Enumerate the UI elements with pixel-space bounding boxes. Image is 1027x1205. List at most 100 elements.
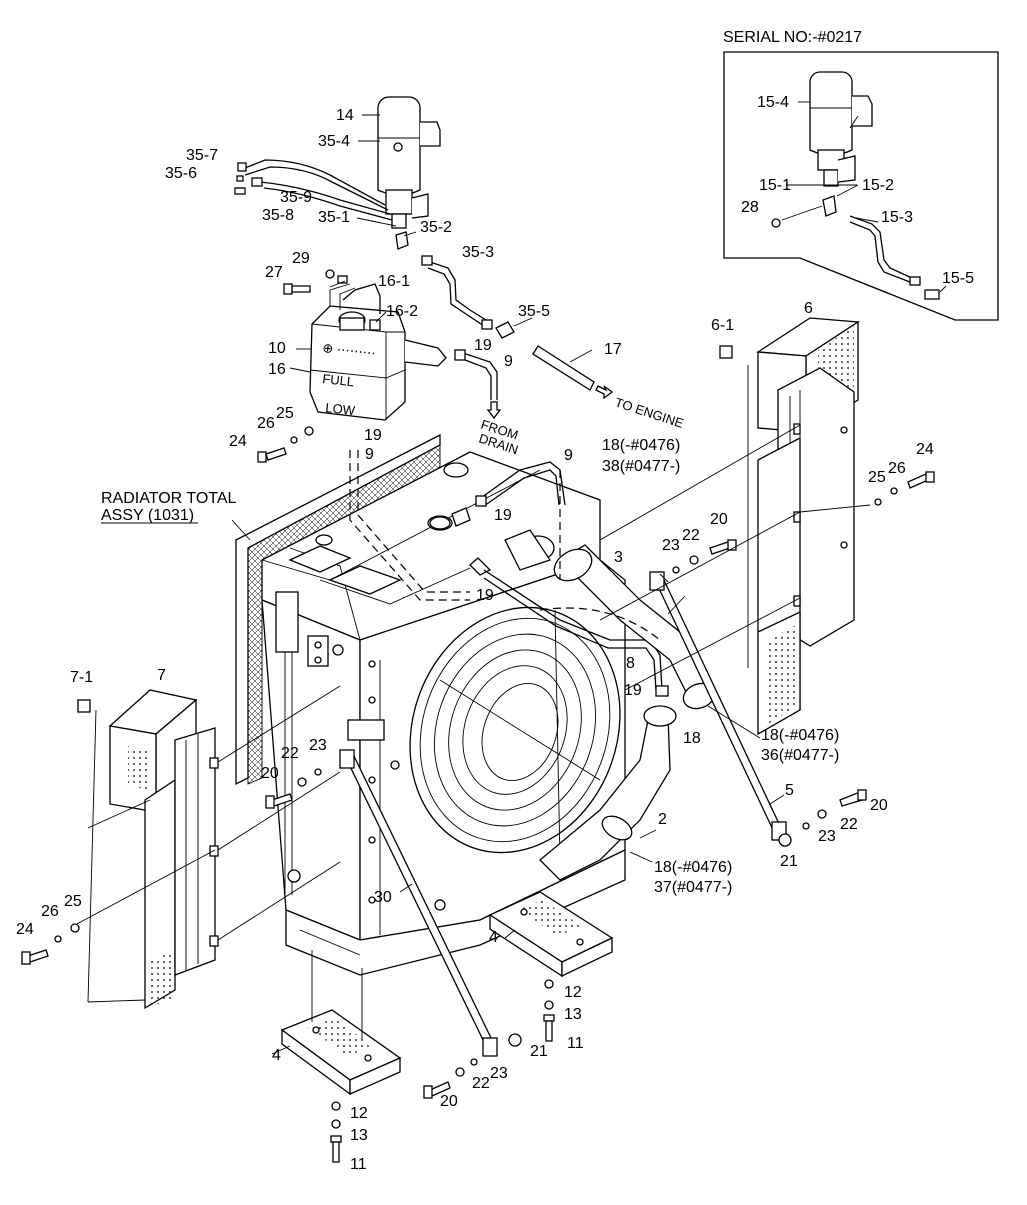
side-cover-7 xyxy=(87,689,219,1010)
callout: 9 xyxy=(504,353,513,370)
sensor-wire-a xyxy=(244,159,386,206)
callout: 16 xyxy=(268,361,286,378)
callout: 17 xyxy=(604,341,622,358)
callout: 12 xyxy=(564,984,582,1001)
callout: 27 xyxy=(265,264,283,281)
callout: 24 xyxy=(229,433,247,450)
callout: 5 xyxy=(785,782,794,799)
callout: 15-5 xyxy=(942,270,974,287)
callout: 29 xyxy=(292,250,310,267)
callout: 23 xyxy=(662,537,680,554)
inset-hose xyxy=(849,221,911,283)
callout: 19 xyxy=(624,682,642,699)
callout: 14 xyxy=(336,107,354,124)
callout: 11 xyxy=(567,1035,584,1052)
callout: 20 xyxy=(710,511,728,528)
inset-frame xyxy=(723,51,999,321)
fitting-35-5 xyxy=(495,321,515,339)
callout: 28 xyxy=(741,199,759,216)
callout: 35-4 xyxy=(318,133,350,150)
side-cover-6 xyxy=(747,317,860,736)
callout: 21 xyxy=(530,1043,548,1060)
inset-elbow xyxy=(822,195,837,217)
callout: 20 xyxy=(440,1093,458,1110)
callout: 13 xyxy=(350,1127,368,1144)
callout: 38(#0477-) xyxy=(602,458,680,475)
callout: 24 xyxy=(916,441,934,458)
leader-lines xyxy=(231,114,859,1055)
callout: 23 xyxy=(818,828,836,845)
callout: 12 xyxy=(350,1105,368,1122)
callout: 2 xyxy=(658,811,667,828)
inset-title: SERIAL NO:-#0217 xyxy=(723,29,862,46)
callout: 15-1 xyxy=(759,177,791,194)
callout-labels: 14 35-4 35-7 35-6 35-9 35-8 35-1 35-2 35… xyxy=(16,94,974,1173)
callout: 37(#0477-) xyxy=(654,879,732,896)
callout: 19 xyxy=(364,427,382,444)
callout: 35-2 xyxy=(420,219,452,236)
mount-pad-4-right xyxy=(488,891,614,978)
hose-2 xyxy=(539,714,671,881)
callout: 19 xyxy=(474,337,492,354)
callout: 19 xyxy=(476,587,494,604)
callout: 24 xyxy=(16,921,34,938)
note-radiator-2: ASSY (1031) xyxy=(101,507,194,524)
bolt-7-1 xyxy=(77,699,91,713)
callout: 11 xyxy=(350,1156,367,1173)
callout: 35-1 xyxy=(318,209,350,226)
pipe-9 xyxy=(477,461,566,506)
svg-text:LOW: LOW xyxy=(325,400,357,418)
callout: 20 xyxy=(261,765,279,782)
svg-text:FULL: FULL xyxy=(322,371,355,389)
callout: 9 xyxy=(365,446,374,463)
callout: 26 xyxy=(888,460,906,477)
callout: 10 xyxy=(268,340,286,357)
svg-text:⊕ ⋯⋯⋯: ⊕ ⋯⋯⋯ xyxy=(322,340,377,361)
callout: 8 xyxy=(626,655,635,672)
callout: 35-5 xyxy=(518,303,550,320)
drain-route xyxy=(349,450,470,601)
pipe-8 xyxy=(483,569,663,691)
callout: 22 xyxy=(840,816,858,833)
callout: 35-7 xyxy=(186,147,218,164)
callout: 36(#0477-) xyxy=(761,747,839,764)
connector-35-7 xyxy=(237,162,247,172)
callout: 6-1 xyxy=(711,317,734,334)
upper-reservoir-14 xyxy=(377,96,441,250)
callout: 15-2 xyxy=(862,177,894,194)
callout: 7-1 xyxy=(70,669,93,686)
radiator-assembly xyxy=(235,433,626,976)
callout: 22 xyxy=(682,527,700,544)
callout: 35-3 xyxy=(462,244,494,261)
callout: 25 xyxy=(276,405,294,422)
callout: 35-9 xyxy=(280,189,312,206)
callout: 35-6 xyxy=(165,165,197,182)
callout: 9 xyxy=(564,447,573,464)
callout: 18(-#0476) xyxy=(654,859,732,876)
note-to-engine: TO ENGINE xyxy=(613,395,686,431)
callout: 15-4 xyxy=(757,94,789,111)
inset-washer xyxy=(771,218,781,228)
callout: 18 xyxy=(683,730,701,747)
callout: 4 xyxy=(272,1047,281,1064)
reservoir-tank-10: ⊕ ⋯⋯⋯ FULL LOW xyxy=(309,283,447,421)
callout: 26 xyxy=(41,903,59,920)
callout: 20 xyxy=(870,797,888,814)
hose-17 xyxy=(532,345,595,391)
callout: 19 xyxy=(494,507,512,524)
hose-16-1 xyxy=(342,283,381,314)
note-radiator-1: RADIATOR TOTAL xyxy=(101,490,237,507)
bolt-27 xyxy=(291,285,311,293)
callout: 23 xyxy=(490,1065,508,1082)
callout: 26 xyxy=(257,415,275,432)
hose-9 xyxy=(459,351,498,400)
callout: 16-2 xyxy=(386,303,418,320)
callout: 21 xyxy=(780,853,798,870)
callout: 25 xyxy=(64,893,82,910)
callout: 30 xyxy=(374,889,392,906)
mount-pad-4-left xyxy=(280,1009,402,1096)
callout: 25 xyxy=(868,469,886,486)
callout: 22 xyxy=(281,745,299,762)
